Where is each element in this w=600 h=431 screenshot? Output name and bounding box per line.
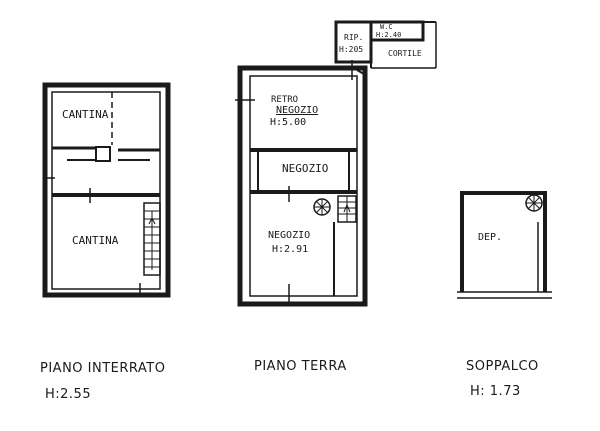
ground-shop-front-label: NEGOZIO bbox=[268, 230, 310, 241]
ground-wc-room bbox=[369, 20, 425, 42]
basement-inner-wall bbox=[51, 91, 161, 290]
ground-courtyard-label: CORTILE bbox=[388, 49, 422, 58]
ground-shop-front-height: H:2.91 bbox=[272, 244, 308, 255]
basement-outer-wall bbox=[42, 82, 171, 298]
ground-fan-blades bbox=[314, 199, 330, 215]
ground-retro-ledge bbox=[356, 69, 365, 75]
mezzanine-outer-wall bbox=[460, 191, 547, 292]
ground-rip-room bbox=[334, 20, 373, 64]
basement-room-bottom-label: CANTINA bbox=[72, 234, 119, 247]
basement-stair-arrow bbox=[148, 216, 156, 225]
ground-shop-mid-label: NEGOZIO bbox=[282, 162, 328, 175]
ground-wc-label: W.C bbox=[380, 23, 393, 31]
ground-stair-steps bbox=[338, 196, 356, 222]
ground-rip-label: RIP. bbox=[344, 33, 363, 42]
ground-caption: PIANO TERRA bbox=[254, 359, 347, 374]
ground-stair-arrow bbox=[343, 203, 351, 213]
ground-back-room-label-2: NEGOZIO bbox=[276, 105, 318, 116]
mezzanine-caption: SOPPALCO bbox=[466, 359, 539, 374]
ground-outer-wall bbox=[237, 65, 368, 307]
basement-plan bbox=[42, 82, 171, 298]
basement-height-caption: H:2.55 bbox=[45, 387, 91, 402]
basement-caption: PIANO INTERRATO bbox=[40, 361, 165, 376]
ground-wc-height: H:2.40 bbox=[376, 31, 401, 39]
basement-stair bbox=[143, 202, 161, 276]
basement-stair-steps bbox=[144, 210, 160, 270]
ground-inner-wall bbox=[249, 75, 358, 297]
ground-back-room-height: H:5.00 bbox=[270, 117, 306, 128]
ground-rip-height: H:205 bbox=[339, 45, 363, 54]
basement-pillar bbox=[95, 146, 111, 162]
basement-room-top-label: CANTINA bbox=[62, 108, 109, 121]
ground-plan bbox=[235, 20, 437, 307]
mezzanine-plan bbox=[457, 191, 552, 299]
mezzanine-height-caption: H: 1.73 bbox=[470, 384, 521, 399]
mezzanine-room-label: DEP. bbox=[478, 232, 502, 243]
ground-back-room-label: RETRO bbox=[271, 95, 298, 105]
mezzanine-fan-blades bbox=[526, 195, 542, 211]
